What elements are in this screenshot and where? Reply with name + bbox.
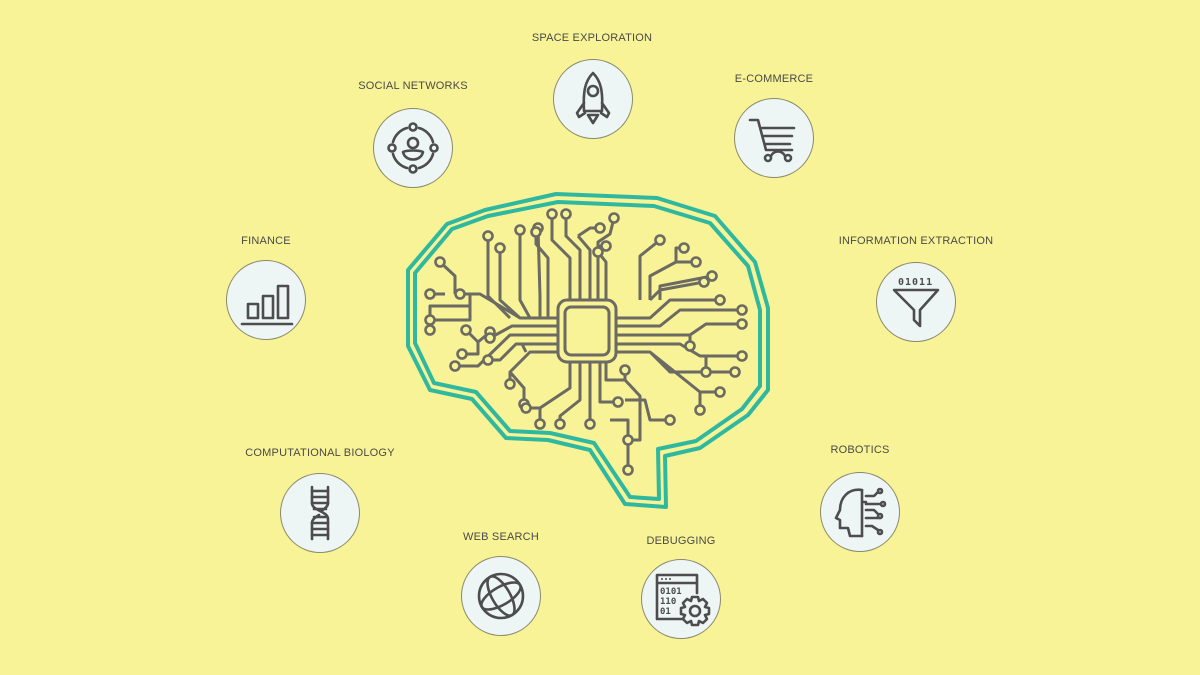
- label-finance: FINANCE: [241, 235, 291, 247]
- dna-icon: [310, 485, 330, 541]
- node-space-exploration: [553, 59, 633, 139]
- label-computational-biology: COMPUTATIONAL BIOLOGY: [245, 447, 395, 459]
- circuit-pads: [424, 208, 748, 476]
- label-debugging: DEBUGGING: [646, 535, 716, 547]
- svg-text:110: 110: [660, 597, 676, 607]
- node-web-search: [461, 556, 541, 636]
- node-social-networks: [373, 108, 453, 188]
- label-e-commerce: E-COMMERCE: [734, 73, 814, 85]
- robot-head-icon: [834, 487, 887, 538]
- svg-text:01011: 01011: [898, 277, 933, 288]
- globe-icon: [477, 572, 525, 620]
- svg-text:01: 01: [660, 607, 671, 617]
- label-information-extraction: INFORMATION EXTRACTION: [838, 235, 994, 247]
- code-gear-icon: 0101 110 01: [655, 573, 711, 627]
- node-finance: [226, 260, 306, 340]
- label-social-networks: SOCIAL NETWORKS: [358, 80, 468, 92]
- shopping-cart-icon: [748, 118, 796, 163]
- node-computational-biology: [280, 473, 360, 553]
- svg-text:0101: 0101: [660, 587, 682, 597]
- label-web-search: WEB SEARCH: [463, 531, 539, 543]
- node-debugging: 0101 110 01: [641, 559, 721, 639]
- circuit-traces: [428, 214, 742, 470]
- node-information-extraction: 01011: [876, 262, 956, 342]
- node-e-commerce: [734, 98, 814, 178]
- social-network-icon: [387, 122, 439, 174]
- brain-outline: [406, 192, 770, 509]
- label-robotics: ROBOTICS: [830, 444, 890, 456]
- filter-funnel-icon: 01011: [892, 277, 940, 328]
- label-space-exploration: SPACE EXPLORATION: [531, 32, 653, 44]
- bar-chart-icon: [240, 284, 294, 326]
- rocket-icon: [575, 71, 611, 125]
- node-robotics: [820, 472, 900, 552]
